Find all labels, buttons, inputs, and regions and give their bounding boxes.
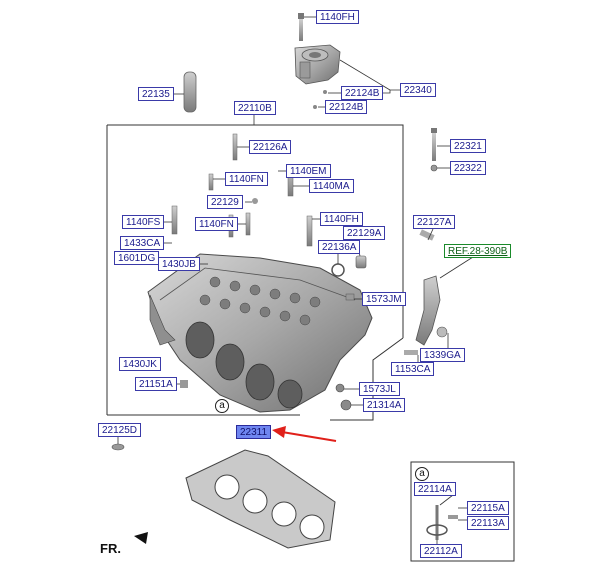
label-1140fh-top[interactable]: 1140FH — [316, 10, 359, 24]
label-1433ca[interactable]: 1433CA — [120, 236, 165, 250]
label-22115a[interactable]: 22115A — [467, 501, 509, 515]
bracket-ref-28-390b — [415, 275, 441, 346]
label-22135[interactable]: 22135 — [138, 87, 174, 101]
plug-1573jm — [345, 293, 355, 301]
label-22136a[interactable]: 22136A — [318, 240, 361, 254]
label-22114a[interactable]: 22114A — [414, 482, 456, 496]
head-gasket-22311 — [185, 449, 336, 549]
nut-1339ga — [436, 326, 448, 338]
front-label: FR. — [100, 541, 121, 556]
label-22127a[interactable]: 22127A — [413, 215, 456, 229]
plug-22125d — [111, 443, 125, 451]
assembly-outline-box — [107, 124, 404, 338]
plug-22129a — [355, 255, 367, 269]
plug-21151a — [180, 380, 188, 388]
label-1339ga[interactable]: 1339GA — [420, 348, 465, 362]
valve-detail — [426, 505, 458, 540]
label-22311-highlighted[interactable]: 22311 — [236, 425, 272, 439]
label-1573jm[interactable]: 1573JM — [362, 292, 406, 306]
label-22124b-b[interactable]: 22124B — [325, 100, 368, 114]
pin-22127a — [419, 229, 435, 241]
cylinder-head-block — [147, 253, 373, 413]
label-1601dg[interactable]: 1601DG — [114, 251, 160, 265]
plug-21314a — [340, 399, 352, 411]
label-22129[interactable]: 22129 — [207, 195, 243, 209]
label-22125d[interactable]: 22125D — [98, 423, 142, 437]
label-22113a[interactable]: 22113A — [467, 516, 509, 530]
label-1430jk[interactable]: 1430JK — [119, 357, 161, 371]
label-ref-28-390b[interactable]: REF.28-390B — [444, 244, 512, 258]
label-1140fn-a[interactable]: 1140FN — [225, 172, 268, 186]
label-1140fs[interactable]: 1140FS — [122, 215, 165, 229]
dowel-22135 — [183, 71, 197, 113]
bolt-1140fh-top — [298, 13, 304, 41]
housing-22340 — [294, 44, 341, 85]
front-arrow-icon — [134, 532, 148, 544]
pointer-arrow — [272, 426, 337, 442]
detail-marker-a: a — [215, 399, 229, 413]
label-1430jb[interactable]: 1430JB — [158, 257, 200, 271]
label-22112a[interactable]: 22112A — [420, 544, 462, 558]
bolt-22321 — [431, 128, 437, 161]
label-1140ma[interactable]: 1140MA — [309, 179, 354, 193]
oring-22136a — [331, 263, 345, 277]
plug-1573jl — [335, 383, 345, 393]
label-1153ca[interactable]: 1153CA — [391, 362, 435, 376]
label-22321[interactable]: 22321 — [450, 139, 486, 153]
bolt-1153ca — [404, 350, 418, 355]
inset-marker-a: a — [415, 467, 429, 481]
label-22322[interactable]: 22322 — [450, 161, 486, 175]
nut-22129 — [252, 198, 258, 204]
label-21314a[interactable]: 21314A — [363, 398, 406, 412]
label-22110b[interactable]: 22110B — [234, 101, 276, 115]
label-1573jl[interactable]: 1573JL — [359, 382, 400, 396]
label-1140em[interactable]: 1140EM — [286, 164, 331, 178]
label-22124b-a[interactable]: 22124B — [341, 86, 384, 100]
plug-22124b-b — [313, 105, 317, 109]
plug-22124b-a — [323, 90, 327, 94]
label-22126a[interactable]: 22126A — [249, 140, 292, 154]
washer-22322 — [430, 164, 438, 172]
detail-inset-box — [410, 461, 515, 562]
label-1140fn-b[interactable]: 1140FN — [195, 217, 238, 231]
label-21151a[interactable]: 21151A — [135, 377, 177, 391]
label-22129a[interactable]: 22129A — [343, 226, 386, 240]
label-1140fh-mid[interactable]: 1140FH — [320, 212, 363, 226]
label-22340[interactable]: 22340 — [400, 83, 436, 97]
